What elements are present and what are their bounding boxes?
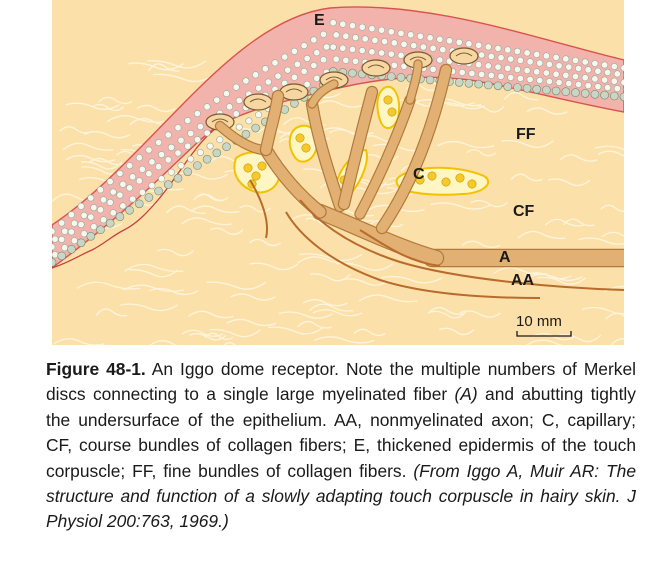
- label-CF: CF: [513, 203, 535, 220]
- label-C: C: [413, 166, 425, 183]
- caption-title: Figure 48-1.: [46, 359, 146, 379]
- basal-layer-edge: [52, 121, 227, 269]
- label-FF: FF: [516, 126, 536, 143]
- label-E: E: [314, 12, 325, 29]
- label-A: A: [499, 249, 511, 266]
- nonmyelinated-axons: [249, 179, 624, 299]
- nerve-fibers: [214, 59, 624, 268]
- scale-bar: [516, 331, 572, 337]
- scale-bar-label: 10 mm: [516, 313, 562, 330]
- caption-text-2: and abutting tightly the undersurface of…: [46, 384, 636, 481]
- caption-fiber-ref: (A): [454, 384, 478, 405]
- figure-caption: Figure 48-1. An Iggo dome receptor. Note…: [46, 357, 636, 535]
- label-AA: AA: [511, 272, 535, 289]
- iggo-dome-receptor-illustration: E FF CF C A AA 10 mm: [52, 0, 624, 345]
- caption-source: (From Iggo A, Muir AR: The structure and…: [46, 460, 636, 532]
- caption-text: An Iggo dome receptor. Note the multiple…: [46, 359, 636, 405]
- epidermis-cells: [52, 19, 624, 267]
